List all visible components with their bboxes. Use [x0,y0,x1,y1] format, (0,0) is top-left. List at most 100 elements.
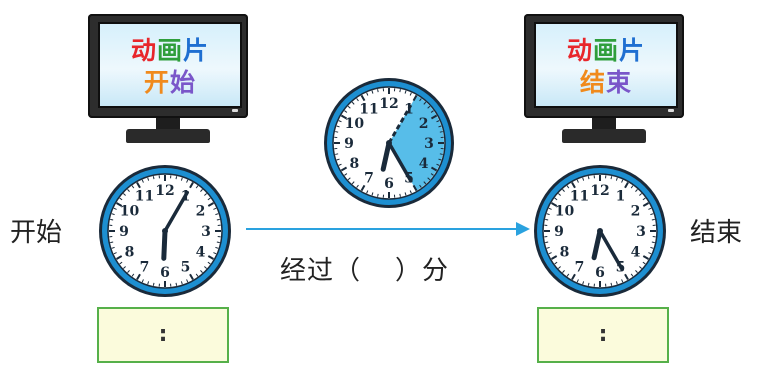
clock-tick [587,282,590,286]
clock-tick [338,163,342,166]
tv-char: 开 [143,68,170,97]
clock-tick [546,213,550,216]
end-label: 结束 [690,218,743,248]
clock-tick [119,197,123,201]
clock-tick [430,166,438,172]
clock-number: 2 [419,116,429,132]
clock-tick [195,273,199,277]
clock-tick [371,90,374,94]
clock-tick [200,189,203,192]
clock-tick [180,281,183,285]
clock-tick [651,218,655,221]
end-time-box[interactable]: : [537,307,669,363]
clock-tick [123,266,126,269]
minute-hand [387,141,413,183]
tv-char: 结 [579,68,606,97]
clock-tick [113,252,117,255]
clock-tick [430,110,434,113]
tv-neck [156,118,180,130]
clock-tick [116,202,123,207]
clock-tick [204,193,207,196]
clock-tick [186,279,189,283]
clock-tick [377,89,379,93]
clock-tick [642,261,646,265]
clock-number: 4 [419,156,429,172]
clock-tick [438,125,442,128]
clock-number: 7 [364,171,374,187]
clock-tick [175,282,178,286]
clock-tick [409,190,412,194]
clock-tick [650,213,654,216]
clock-tick [566,185,570,189]
clock-tick [200,270,203,273]
clock-tick [336,125,340,128]
start-time-box[interactable]: : [97,307,229,363]
clock-tick [554,197,558,201]
clock-tick [545,241,549,244]
clock-number: 10 [345,116,365,132]
clock-number: 8 [560,245,570,261]
clock-tick [110,241,114,244]
clock-tick [436,163,440,166]
clock-tick [439,131,443,133]
clock-tick [360,94,366,102]
tv-char: 画 [156,36,183,65]
clock-number: 8 [349,156,359,172]
clock-tick [131,185,135,189]
elapsed-question: 经过（）分 [280,250,449,287]
clock-tick [582,281,585,285]
clock-tick [562,270,565,273]
clock-tick [624,273,629,280]
clock-number: 9 [344,136,354,152]
clock-tick [204,266,207,269]
clock-tick [582,177,585,181]
clock-tick [152,282,155,286]
clock-tick [216,241,220,244]
clock-tick [404,192,407,196]
clock-tick [423,101,427,105]
clock-number: 6 [160,265,170,281]
clock-tick [207,197,211,201]
clock-tick [207,255,214,260]
clock-number: 5 [181,260,191,276]
clock-center [597,228,603,234]
tv-char: 片 [183,36,210,65]
clock-tick [113,207,117,210]
clock-number: 11 [135,189,154,205]
clock-number: 6 [595,265,605,281]
clock-tick [639,193,642,196]
clock-tick [111,213,115,216]
tv-char: 束 [606,68,633,97]
elapsed-arrow [246,228,518,230]
clock-tick [147,177,150,181]
clock-tick [566,273,570,277]
clock-tick [630,273,634,277]
clock-tick [648,207,652,210]
clock-center [162,228,168,234]
clock-tick [430,173,434,176]
clock-tick [576,179,579,183]
tv-title-line: 动画片 [536,36,676,66]
clock-tick [347,105,351,109]
clock-tick [436,120,440,123]
clock-number: 10 [555,204,575,220]
clock-tick [371,192,374,196]
clock-tick [548,252,552,255]
clock-tick [412,94,418,102]
tv-screen: 动画片 结束 [534,22,678,108]
clock-tick [576,279,579,283]
tv-end: 动画片 结束 [524,6,684,151]
tv-start: 动画片 开始 [88,6,248,151]
clock-tick [189,182,194,189]
clock-tick [195,185,199,189]
clock-tick [127,189,130,192]
clock-tick [439,153,443,155]
clock-tick [207,261,211,265]
clock-tick [131,273,135,277]
clock-tick [344,173,348,176]
tv-led [232,109,238,112]
hour-hand [380,140,392,172]
clock-tick [347,177,351,181]
clock-tick [213,252,217,255]
clock-tick [127,270,130,273]
